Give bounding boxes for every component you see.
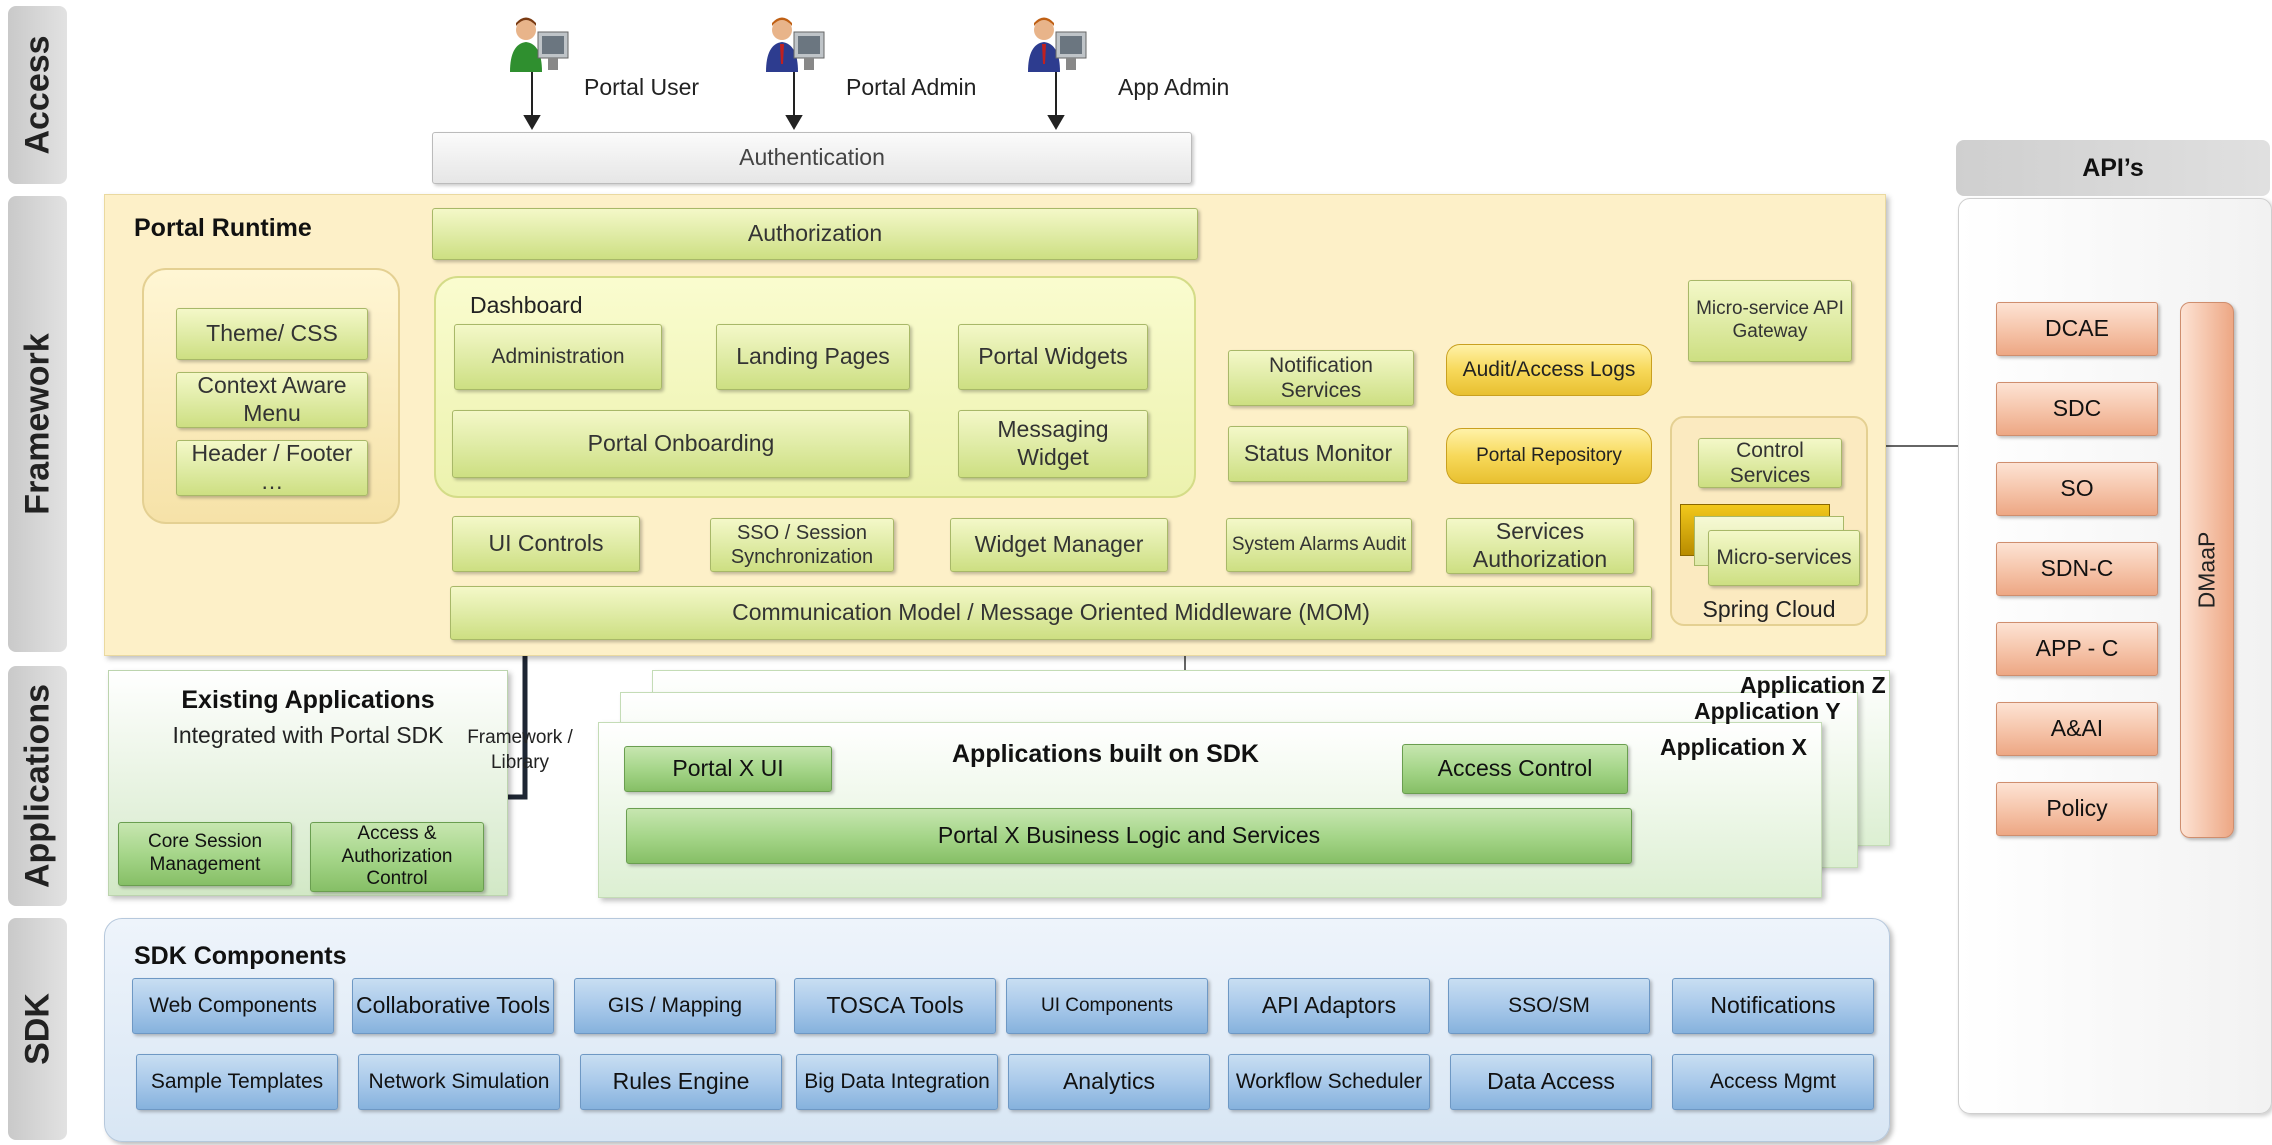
mom-box: Communication Model / Message Oriented M… (450, 586, 1652, 640)
dashboard-label: Dashboard (470, 292, 583, 318)
authorization-box: Authorization (432, 208, 1198, 260)
notification-services-box: Notification Services (1228, 350, 1414, 406)
theme-css-box: Theme/ CSS (176, 308, 368, 360)
existing-applications-title: Existing Applications (181, 686, 435, 714)
context-aware-menu-box: Context Aware Menu (176, 372, 368, 428)
micro-services-box: Micro-services (1708, 530, 1860, 586)
access-authorization-control-box: Access & Authorization Control (310, 822, 484, 892)
lane-sdk: SDK (8, 918, 67, 1140)
apis-header: API’s (1956, 140, 2270, 196)
sdk-sso-sm: SSO/SM (1448, 978, 1650, 1034)
api-policy: Policy (1996, 782, 2158, 836)
application-x-label: Application X (1660, 734, 1807, 760)
applications-built-on-sdk-title: Applications built on SDK (952, 740, 1259, 768)
control-services-box: Control Services (1698, 438, 1842, 488)
api-sdc: SDC (1996, 382, 2158, 436)
application-z-label: Application Z (1740, 672, 1886, 698)
header-footer-box: Header / Footer … (176, 440, 368, 496)
sdk-rules-engine: Rules Engine (580, 1054, 782, 1110)
sdk-notifications: Notifications (1672, 978, 1874, 1034)
api-app-c: APP - C (1996, 622, 2158, 676)
api-so: SO (1996, 462, 2158, 516)
lane-access: Access (8, 6, 67, 184)
sdk-data-access: Data Access (1450, 1054, 1652, 1110)
app-admin-icon (1026, 14, 1098, 74)
ui-controls-box: UI Controls (452, 516, 640, 572)
api-dcae: DCAE (1996, 302, 2158, 356)
lane-applications-label: Applications (18, 683, 56, 889)
authentication-box: Authentication (432, 132, 1192, 184)
app-admin-label: App Admin (1118, 74, 1230, 100)
application-y-label: Application Y (1694, 698, 1841, 724)
sdk-tosca-tools: TOSCA Tools (794, 978, 996, 1034)
api-sdn-c: SDN-C (1996, 542, 2158, 596)
status-monitor-box: Status Monitor (1228, 426, 1408, 482)
sdk-ui-components: UI Components (1006, 978, 1208, 1034)
lane-access-label: Access (18, 35, 56, 155)
existing-applications-subtitle: Integrated with Portal SDK (172, 722, 444, 748)
sdk-api-adaptors: API Adaptors (1228, 978, 1430, 1034)
lane-applications: Applications (8, 666, 67, 906)
sdk-analytics: Analytics (1008, 1054, 1210, 1110)
access-control-box: Access Control (1402, 744, 1628, 794)
sdk-web-components: Web Components (132, 978, 334, 1034)
messaging-widget-box: Messaging Widget (958, 410, 1148, 478)
dmaap-label: DMaaP (2193, 531, 2220, 609)
sdk-components-title: SDK Components (134, 942, 347, 970)
administration-box: Administration (454, 324, 662, 390)
portal-widgets-box: Portal Widgets (958, 324, 1148, 390)
portal-repository-db: Portal Repository (1446, 428, 1652, 484)
sdk-gis-mapping: GIS / Mapping (574, 978, 776, 1034)
core-session-management-box: Core Session Management (118, 822, 292, 886)
services-authorization-box: Services Authorization (1446, 518, 1634, 574)
microservice-api-gateway-box: Micro-service API Gateway (1688, 280, 1852, 362)
framework-library-label: Framework / Library (467, 727, 573, 773)
api-aai: A&AI (1996, 702, 2158, 756)
portal-x-ui-box: Portal X UI (624, 746, 832, 792)
portal-admin-label: Portal Admin (846, 74, 977, 100)
sdk-access-mgmt: Access Mgmt (1672, 1054, 1874, 1110)
sso-session-box: SSO / Session Synchronization (710, 518, 894, 572)
system-alarms-audit-box: System Alarms Audit (1226, 518, 1412, 572)
sdk-sample-templates: Sample Templates (136, 1054, 338, 1110)
portal-admin-icon (764, 14, 836, 74)
portal-user-label: Portal User (584, 74, 700, 100)
audit-access-logs-db: Audit/Access Logs (1446, 344, 1652, 396)
lane-framework-label: Framework (18, 333, 56, 515)
widget-manager-box: Widget Manager (950, 518, 1168, 572)
portal-user-icon (508, 14, 580, 74)
sdk-network-simulation: Network Simulation (358, 1054, 560, 1110)
portal-runtime-title: Portal Runtime (134, 214, 312, 242)
spring-cloud-label: Spring Cloud (1702, 596, 1836, 622)
sdk-collaborative-tools: Collaborative Tools (352, 978, 554, 1034)
lane-framework: Framework (8, 196, 67, 652)
landing-pages-box: Landing Pages (716, 324, 910, 390)
portal-onboarding-box: Portal Onboarding (452, 410, 910, 478)
dmaap-bar: DMaaP (2180, 302, 2234, 838)
sdk-workflow-scheduler: Workflow Scheduler (1228, 1054, 1430, 1110)
business-logic-box: Portal X Business Logic and Services (626, 808, 1632, 864)
lane-sdk-label: SDK (18, 993, 56, 1065)
sdk-big-data-integration: Big Data Integration (796, 1054, 998, 1110)
